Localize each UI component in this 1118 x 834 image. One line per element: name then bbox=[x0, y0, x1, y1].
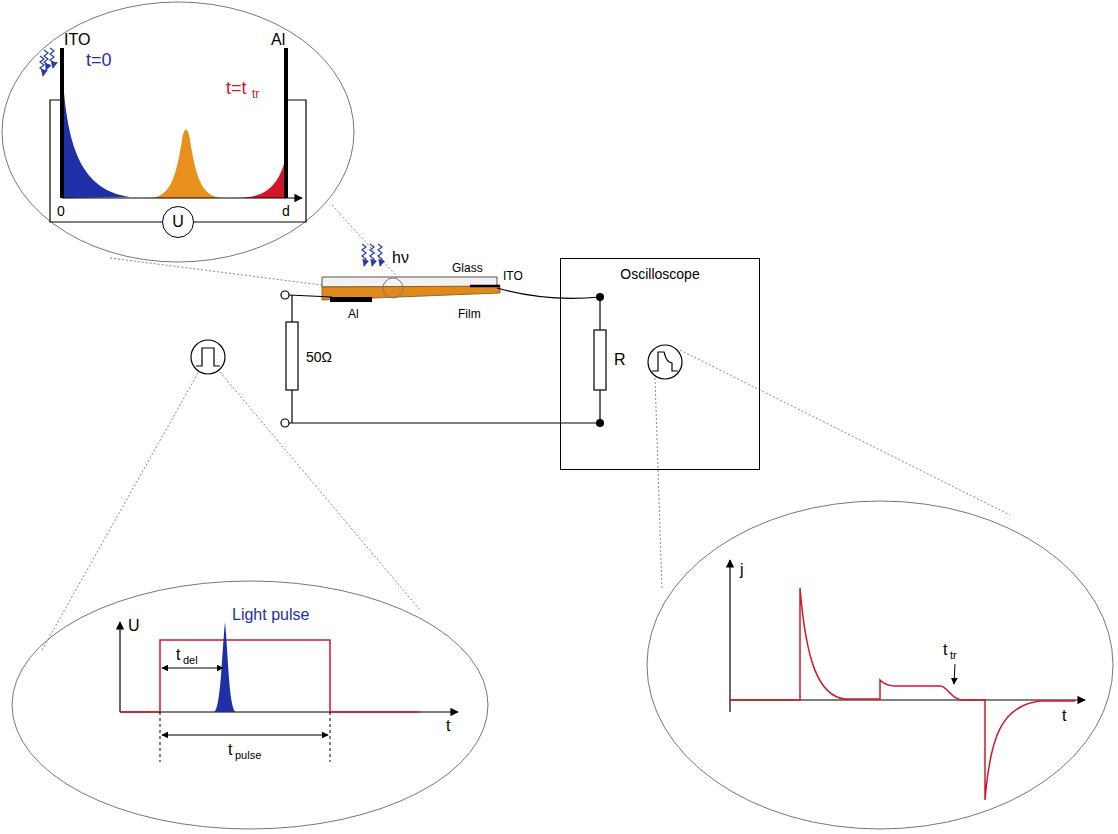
axis-label: t bbox=[446, 718, 450, 734]
axis-label: d bbox=[282, 204, 290, 218]
oscilloscope-box: Oscilloscope bbox=[560, 258, 760, 470]
light-label: hν bbox=[392, 250, 409, 266]
time-label: t bbox=[176, 647, 180, 663]
axis-label: U bbox=[128, 618, 140, 634]
axis-label: t bbox=[1062, 708, 1066, 724]
zoom-ellipse bbox=[2, 2, 354, 262]
time-label: t=0 bbox=[86, 51, 112, 69]
voltage-pulse-plot bbox=[120, 622, 458, 762]
input-terminal bbox=[596, 419, 604, 427]
time-label: t=t bbox=[226, 79, 247, 97]
pulse-generator-symbol bbox=[191, 340, 225, 374]
charge-transport-sketch bbox=[40, 48, 306, 222]
layer-label: Glass bbox=[452, 262, 483, 274]
terminal bbox=[281, 291, 289, 299]
subscript: tr bbox=[252, 88, 259, 100]
axis-label: 0 bbox=[57, 204, 65, 218]
leader-lines bbox=[42, 205, 1010, 650]
electrode-label: Al bbox=[271, 32, 285, 48]
resistor-symbol bbox=[286, 322, 298, 390]
layer-label: Film bbox=[458, 308, 481, 320]
subscript: pulse bbox=[235, 750, 261, 761]
layer-label: ITO bbox=[503, 270, 523, 282]
time-label: t bbox=[943, 642, 947, 658]
signal-symbol bbox=[648, 345, 682, 379]
subscript: tr bbox=[950, 650, 957, 661]
terminal bbox=[281, 419, 289, 427]
subscript: del bbox=[183, 655, 198, 666]
zoom-ellipse bbox=[12, 581, 488, 829]
sample-device bbox=[322, 244, 500, 302]
voltmeter-circle: U bbox=[162, 206, 194, 238]
zoom-ellipse bbox=[647, 501, 1113, 829]
resistor-label: R bbox=[614, 352, 626, 368]
input-terminal bbox=[596, 293, 604, 301]
layer-label: Al bbox=[348, 308, 359, 320]
resistor-value: 50Ω bbox=[306, 350, 332, 364]
electrode-label: ITO bbox=[64, 32, 90, 48]
resistor-symbol bbox=[594, 330, 606, 390]
time-label: t bbox=[228, 742, 232, 758]
node-text: U bbox=[172, 214, 184, 230]
current-transient-plot bbox=[730, 560, 1085, 800]
circuit-wires bbox=[289, 288, 600, 423]
pulse-label: Light pulse bbox=[232, 607, 309, 623]
axis-label: j bbox=[740, 562, 744, 578]
node-text: Oscilloscope bbox=[620, 267, 699, 281]
